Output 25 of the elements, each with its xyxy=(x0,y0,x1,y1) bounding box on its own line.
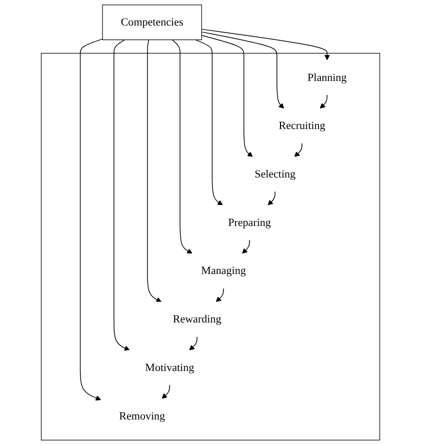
node-text: Motivating xyxy=(145,361,194,374)
node-box: Competencies xyxy=(102,4,202,40)
arrow xyxy=(242,240,250,254)
arrow xyxy=(201,32,284,109)
cluster xyxy=(40,52,380,440)
node-text: Rewarding xyxy=(172,312,222,326)
arrow xyxy=(294,142,302,157)
arrow xyxy=(268,191,276,206)
arrow xyxy=(162,384,170,399)
node-text: Recruiting xyxy=(278,119,326,132)
arrow xyxy=(216,288,224,302)
arrow xyxy=(195,39,223,206)
arrow xyxy=(201,28,330,60)
arrow xyxy=(172,39,192,254)
node-text: Preparing xyxy=(228,216,271,228)
node-text: Removing xyxy=(119,410,166,422)
node-text: Selecting xyxy=(254,168,296,180)
arrow xyxy=(114,39,130,351)
arrow xyxy=(320,94,328,109)
arrow xyxy=(147,39,162,302)
node-text: Managing xyxy=(201,264,246,277)
arrow xyxy=(189,336,198,350)
arrow xyxy=(80,38,103,400)
arrow xyxy=(201,35,253,157)
node-text: Planning xyxy=(308,71,347,84)
